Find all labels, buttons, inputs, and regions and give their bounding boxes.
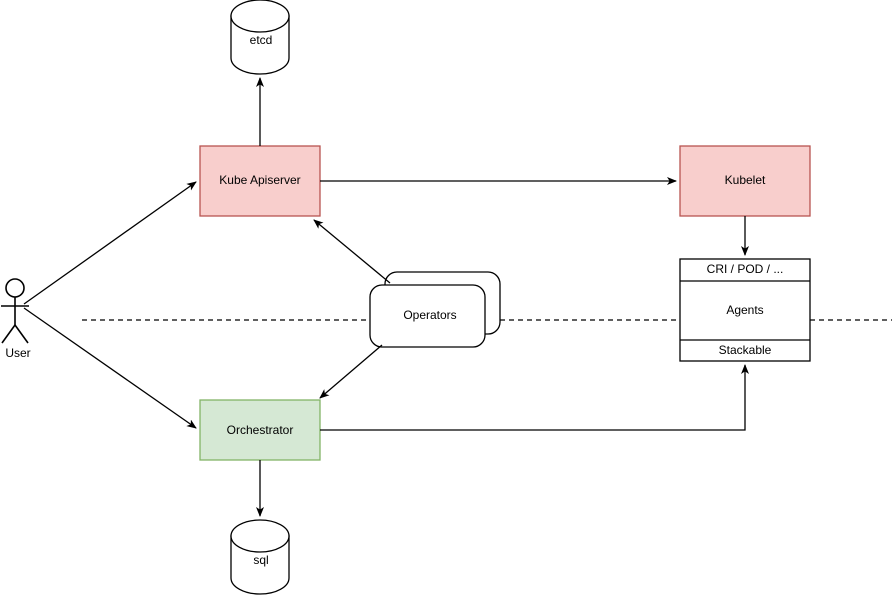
kube-apiserver-node[interactable] xyxy=(199,145,321,217)
edge-orchestrator-to-agents xyxy=(320,364,749,431)
etcd-cylinder[interactable] xyxy=(230,0,290,75)
operators-node[interactable] xyxy=(369,271,501,348)
edge-operators-to-orchestrator xyxy=(319,344,383,399)
user-actor-icon[interactable] xyxy=(1,278,29,344)
edge-user-to-kube-apiserver xyxy=(23,181,197,305)
edge-user-to-orchestrator xyxy=(23,307,197,429)
orchestrator-node[interactable] xyxy=(199,399,321,461)
kubelet-node[interactable] xyxy=(679,145,811,217)
sql-cylinder[interactable] xyxy=(230,519,290,595)
edge-operators-to-kube-apiserver xyxy=(313,219,391,284)
agents-stack-node[interactable] xyxy=(679,258,811,362)
